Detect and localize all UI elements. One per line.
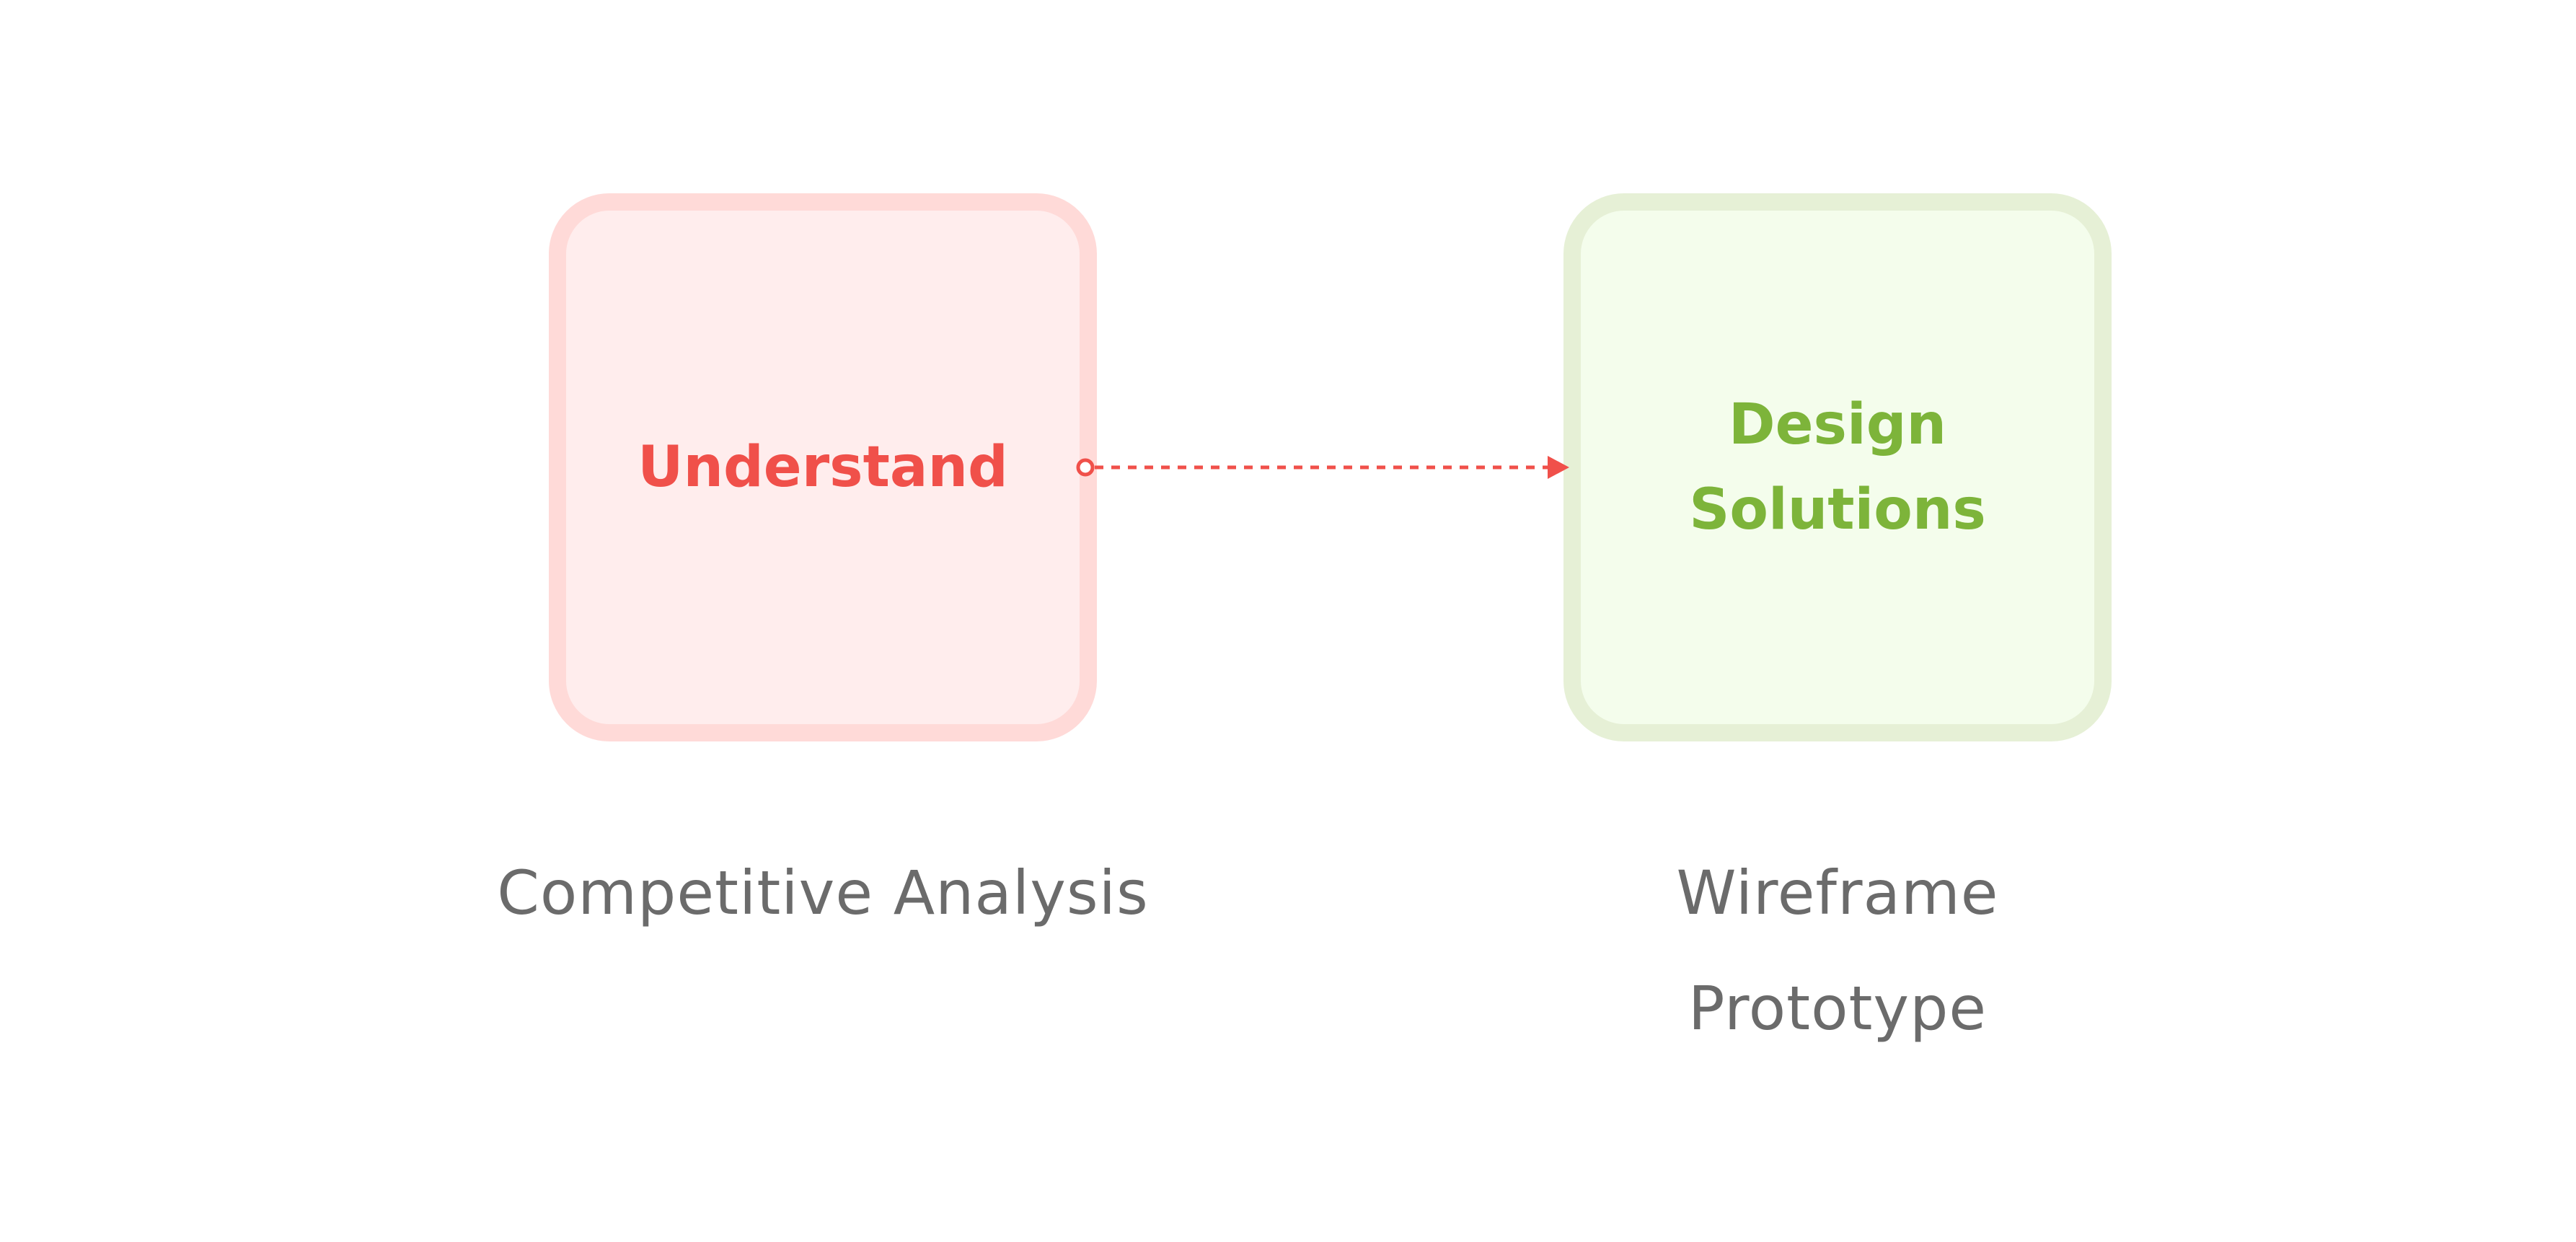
node-design-title-line-1: Design: [1728, 392, 1947, 457]
node-design-title-line-2: Solutions: [1689, 477, 1986, 542]
caption-prototype: Prototype: [1688, 973, 1988, 1044]
caption-competitive-analysis: Competitive Analysis: [497, 858, 1149, 928]
node-understand-title-line: Understand: [638, 435, 1008, 500]
node-design-solutions: Design Solutions: [1563, 193, 2112, 741]
design-captions: Wireframe Prototype: [1477, 835, 2198, 1066]
understand-captions: Competitive Analysis: [462, 835, 1183, 951]
caption-wireframe: Wireframe: [1676, 858, 1999, 928]
node-understand: Understand: [549, 193, 1097, 741]
